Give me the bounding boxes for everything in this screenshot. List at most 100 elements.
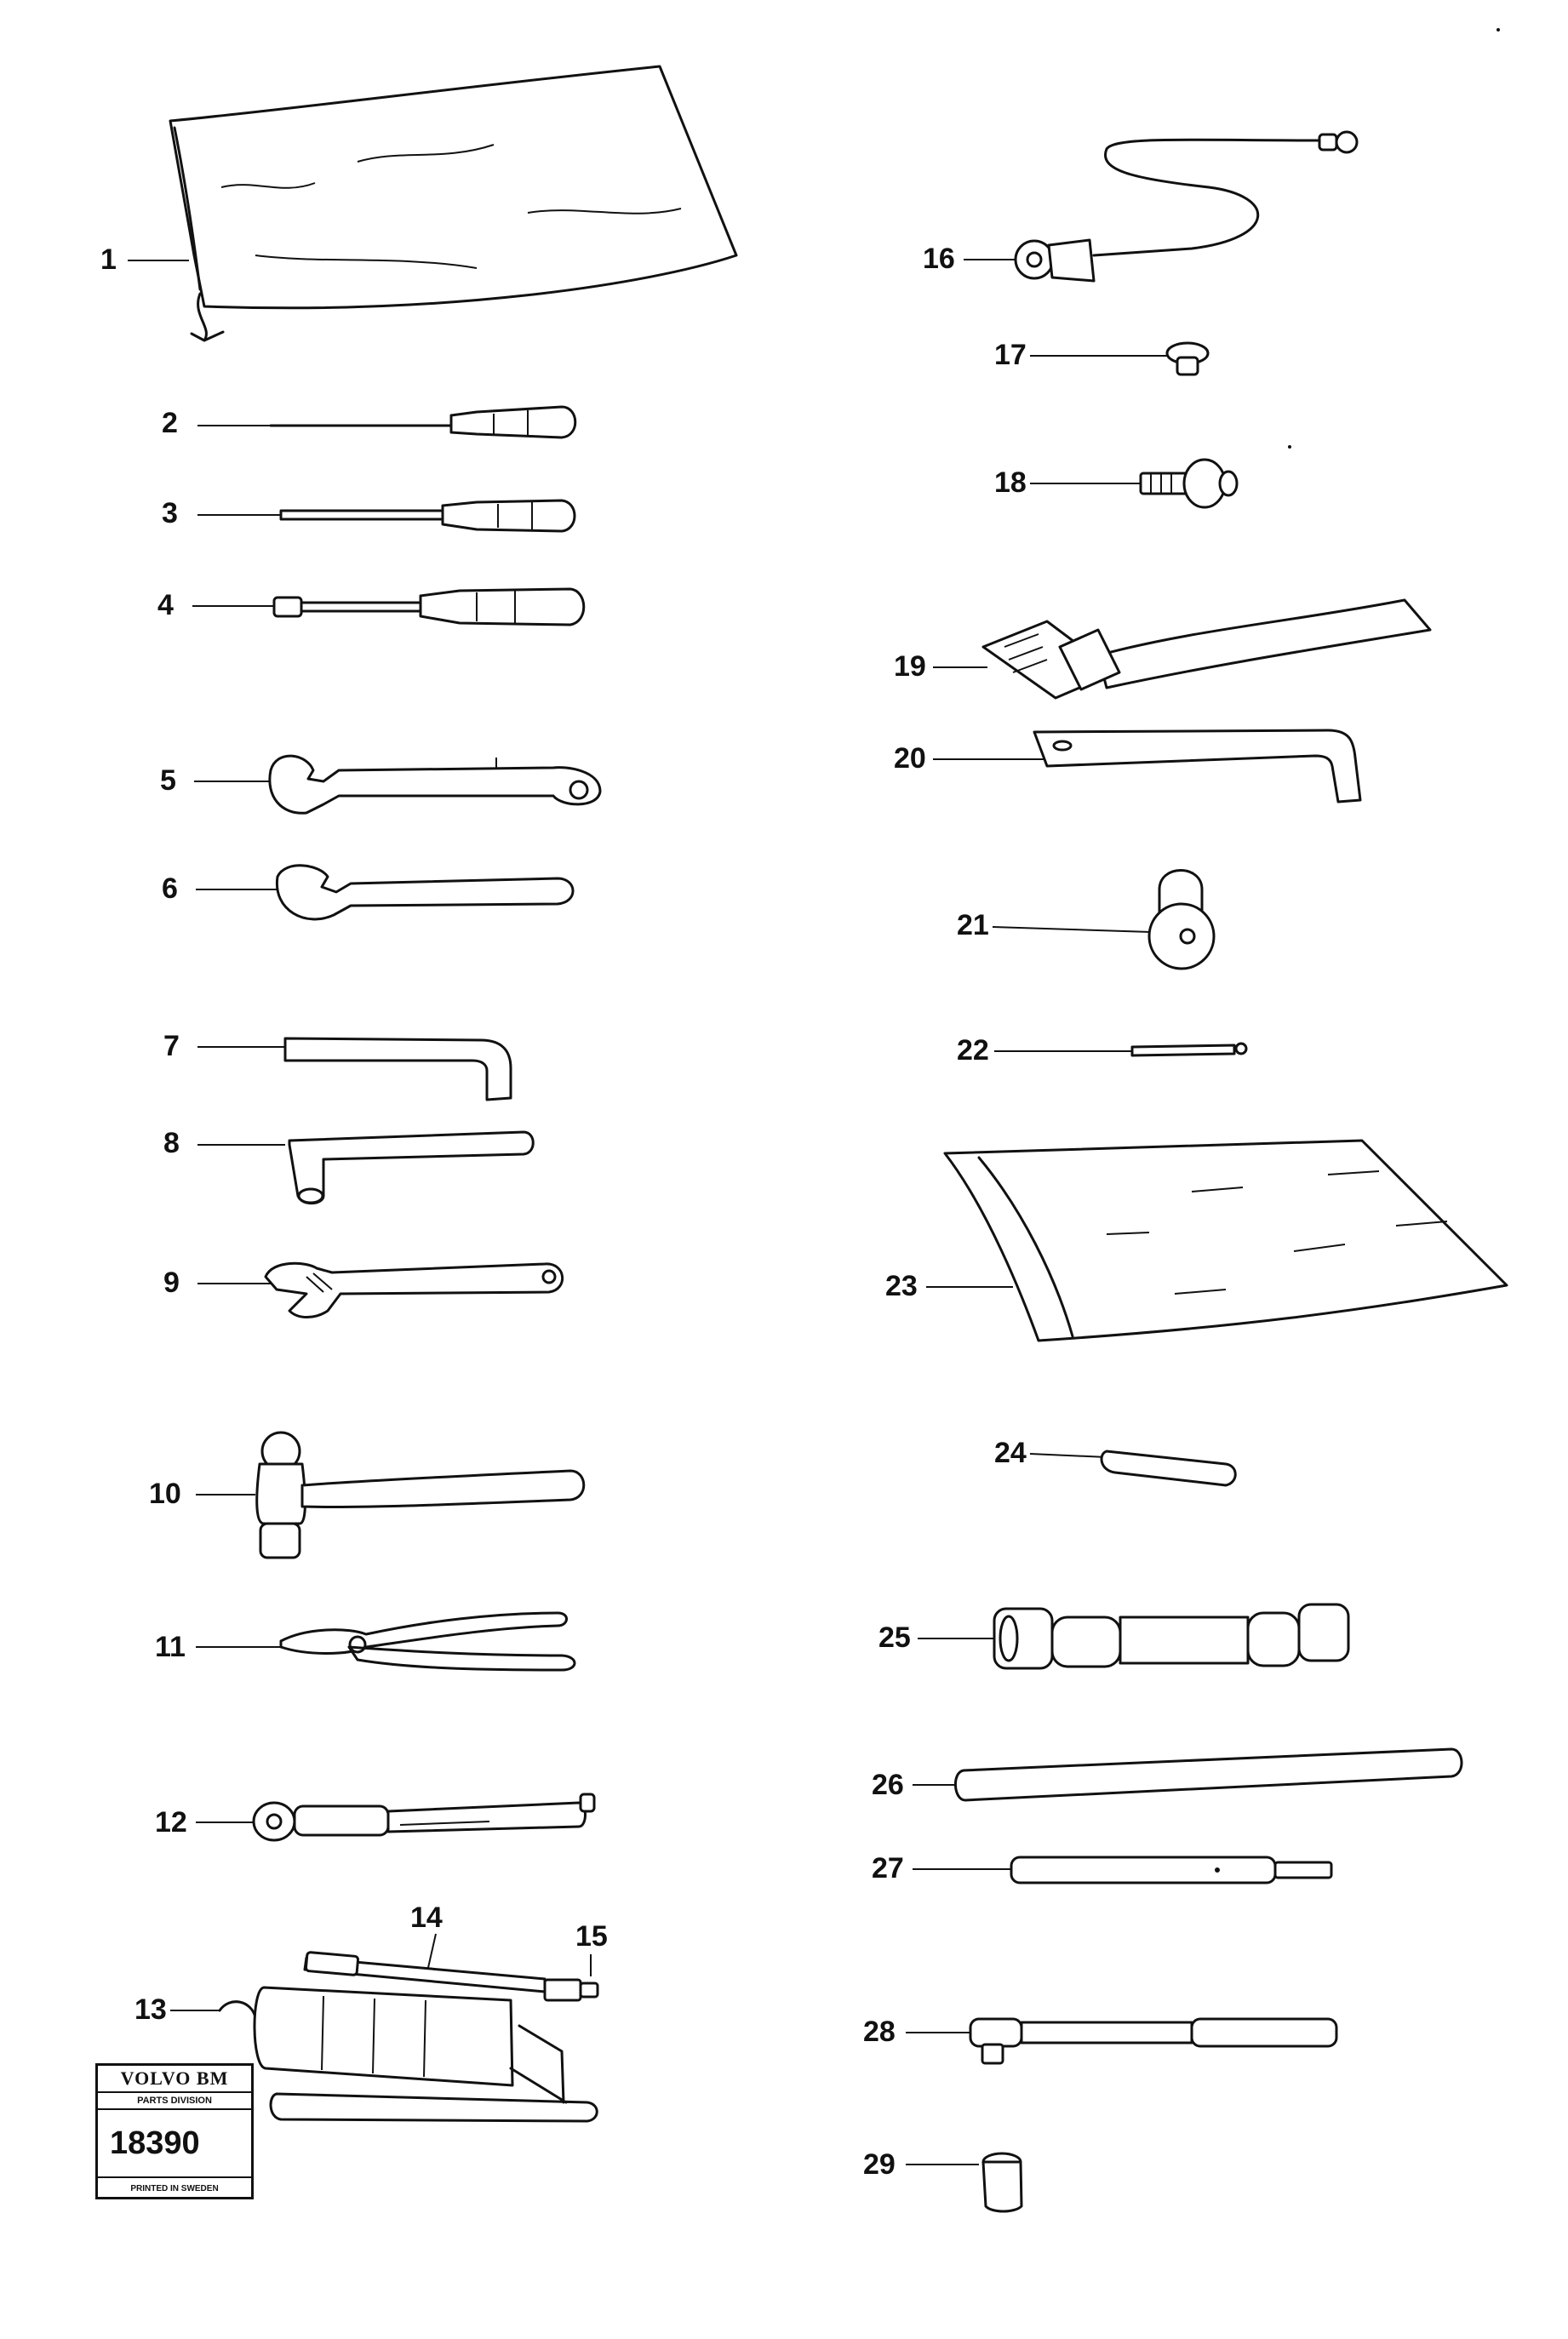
shaft-3 (279, 509, 444, 521)
gauge-12-body (293, 1804, 390, 1837)
part-12-tire-gauge: 12 (155, 1793, 596, 1842)
callout-13: 13 (134, 1993, 167, 2026)
ratchet-28-drive (981, 2043, 1004, 2065)
socket-25-left-end (993, 1607, 1054, 1670)
callout-26: 26 (872, 1769, 904, 1801)
callout-12: 12 (155, 1806, 187, 1839)
ratchet-28-grip (1190, 2017, 1338, 2048)
callout-24: 24 (994, 1437, 1027, 1469)
fitting-18-thread-lines (1150, 473, 1172, 494)
bar-27-detent (1215, 1867, 1220, 1873)
hammer-face (259, 1522, 301, 1559)
part-29-socket: 29 (863, 2148, 1023, 2213)
padlock-shackle (1158, 869, 1204, 917)
callout-18: 18 (994, 466, 1027, 499)
l-wrench-8-socket (297, 1187, 324, 1204)
part-24-cartridge: 24 (994, 1437, 1237, 1487)
ratchet-28-head (969, 2017, 1023, 2048)
callout-14: 14 (410, 1902, 443, 1934)
bar-20-body (1033, 729, 1362, 803)
tube-26-body (954, 1747, 1463, 1802)
bar-27-tip (1273, 1861, 1333, 1879)
adj-wrench-9-body (264, 1261, 564, 1318)
cartridge-24-body (1100, 1450, 1237, 1487)
part-15-nozzle: 15 (543, 1920, 608, 2002)
part-14-grease-hose: 14 (303, 1902, 547, 1993)
part-28-ratchet-handle: 28 (863, 2016, 1338, 2065)
part-20-bar: 20 (894, 729, 1362, 803)
pliers-pivot (348, 1635, 367, 1654)
part-26-extension-tube: 26 (872, 1747, 1463, 1802)
callout-28: 28 (863, 2016, 896, 2048)
inflator-chuck (1014, 239, 1055, 280)
bar-20-hole (1052, 740, 1073, 752)
wrench-5-ring (569, 780, 589, 800)
handle-4 (419, 587, 586, 626)
bag-seam (173, 126, 202, 291)
part-23-bag: 23 (885, 1139, 1508, 1342)
callout-21: 21 (957, 909, 989, 941)
callout-11: 11 (155, 1631, 186, 1663)
callout-9: 9 (163, 1267, 180, 1299)
callout-1: 1 (100, 243, 117, 276)
leader-24 (1029, 1453, 1107, 1458)
callout-2: 2 (162, 407, 178, 439)
socket-25-left-hex (1050, 1616, 1122, 1668)
socket-25-opening (999, 1615, 1019, 1662)
callout-16: 16 (923, 243, 955, 275)
callout-17: 17 (994, 339, 1027, 371)
part-11-pliers: 11 (155, 1611, 576, 1672)
grease-hose-fitting (304, 1951, 360, 1976)
fitting-18-thread (1139, 472, 1190, 495)
gauge-12-clip (399, 1821, 490, 1826)
handle-2-ribs (493, 410, 529, 436)
gauge-12-port (266, 1813, 283, 1830)
part-3-screwdriver: 3 (162, 497, 576, 533)
part-19-strap: 19 (894, 598, 1432, 700)
callout-6: 6 (162, 872, 178, 905)
hex-key-7 (283, 1037, 512, 1101)
part-21-padlock: 21 (957, 869, 1216, 970)
bar-27-body (1010, 1856, 1277, 1884)
gauge-12-tube (386, 1801, 587, 1833)
inflator-end-cap (1335, 130, 1359, 154)
fitting-18-end (1218, 470, 1239, 497)
part-8-l-wrench: 8 (163, 1127, 535, 1205)
callout-8: 8 (163, 1127, 180, 1159)
socket-25-right-hex (1246, 1611, 1301, 1667)
socket-25-right-end (1297, 1603, 1350, 1662)
wrench-6-body (275, 864, 575, 921)
leader-21 (992, 926, 1152, 933)
stamp-printed: PRINTED IN SWEDEN (130, 2184, 219, 2193)
callout-27: 27 (872, 1852, 904, 1884)
part-10-hammer: 10 (149, 1431, 586, 1559)
callout-20: 20 (894, 742, 926, 775)
callout-5: 5 (160, 764, 176, 797)
grease-gun-barrel-bands (321, 1995, 426, 2078)
stamp-division: PARTS DIVISION (98, 2093, 251, 2110)
nozzle-body (543, 1978, 582, 2002)
handle-4-ribs (476, 591, 516, 623)
shaft-4 (300, 601, 422, 613)
inflator-hose (1092, 138, 1321, 257)
hammer-head (255, 1462, 306, 1525)
wrench-5-body (268, 754, 602, 815)
bag-23-creases (1106, 1170, 1448, 1295)
callout-22: 22 (957, 1034, 989, 1067)
grease-gun-linkage (509, 2024, 568, 2104)
callout-4: 4 (157, 589, 174, 621)
part-18-fitting: 18 (994, 458, 1239, 509)
nozzle-tip (579, 1982, 599, 1999)
grease-gun-lever (269, 2092, 598, 2123)
socket-29-body (981, 2160, 1023, 2213)
speck-mark (1288, 445, 1291, 449)
handle-2 (449, 405, 577, 439)
part-25-socket-tube: 25 (878, 1603, 1350, 1670)
pliers-upper-jaw (279, 1611, 568, 1655)
callout-7: 7 (163, 1030, 180, 1062)
callout-23: 23 (885, 1270, 918, 1302)
padlock-keyhole (1179, 928, 1196, 945)
socket-25-tube (1119, 1616, 1250, 1665)
